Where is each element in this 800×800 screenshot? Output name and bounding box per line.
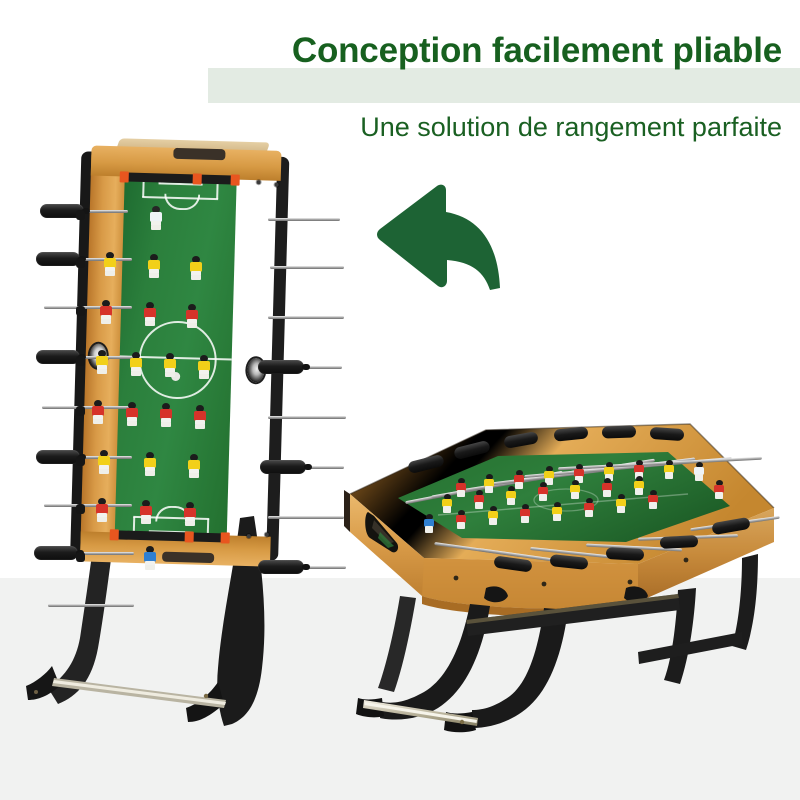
player-rod[interactable] <box>270 266 344 269</box>
rod-handle[interactable] <box>260 460 312 474</box>
player-figure <box>514 470 524 489</box>
rod-collar <box>76 504 85 514</box>
player-figure <box>98 450 110 474</box>
carry-handle-slot[interactable] <box>173 147 226 161</box>
player-figure <box>602 478 612 497</box>
player-rod[interactable] <box>268 416 346 419</box>
player-figure <box>456 510 466 529</box>
player-figure <box>144 546 156 570</box>
player-rod[interactable] <box>48 604 134 607</box>
rod-collar <box>76 210 85 220</box>
page-title: Conception facilement pliable <box>291 31 782 70</box>
player-figure <box>442 494 452 513</box>
carry-handle-slot-bottom[interactable] <box>162 551 215 564</box>
player-figure <box>648 490 658 509</box>
player-figure <box>424 514 434 533</box>
player-figure <box>604 462 614 481</box>
player-figure <box>634 460 644 479</box>
rod-collar <box>76 306 85 316</box>
player-figure <box>126 402 138 426</box>
player-rod[interactable] <box>42 406 132 409</box>
player-figure <box>160 403 172 427</box>
player-figure <box>198 355 210 379</box>
rod-handle[interactable] <box>40 204 90 218</box>
rod-handle[interactable] <box>36 350 86 364</box>
rod-handle[interactable] <box>36 252 86 266</box>
player-figure <box>488 506 498 525</box>
rod-collar <box>76 456 85 466</box>
open-foosball-table <box>338 382 786 748</box>
player-figure <box>474 490 484 509</box>
player-figure <box>150 206 162 230</box>
player-figure <box>184 502 196 526</box>
player-rod[interactable] <box>46 356 132 359</box>
player-figure <box>506 486 516 505</box>
player-figure <box>694 462 704 481</box>
player-figure <box>188 454 200 478</box>
folded-foosball-table <box>18 138 346 748</box>
page-subtitle: Une solution de rangement parfaite <box>360 112 782 142</box>
rod-handle[interactable] <box>36 450 86 464</box>
player-rod[interactable] <box>46 456 132 459</box>
player-rod[interactable] <box>44 306 132 309</box>
open-table-body <box>344 423 775 733</box>
folding-stand-legs <box>26 516 265 726</box>
player-figure <box>144 302 156 326</box>
player-rod[interactable] <box>48 258 132 261</box>
title-background-band <box>208 68 800 103</box>
rod-collar <box>76 552 85 562</box>
player-rod[interactable] <box>46 552 134 555</box>
rod-handle[interactable] <box>34 546 84 560</box>
player-figure <box>190 256 202 280</box>
player-figure <box>520 504 530 523</box>
rod-collar <box>76 258 85 268</box>
player-figure <box>148 254 160 278</box>
player-figure <box>616 494 626 513</box>
player-figure <box>104 252 116 276</box>
player-figure <box>570 480 580 499</box>
rod-collar <box>76 356 85 366</box>
curved-arrow-icon <box>372 182 504 294</box>
player-rod[interactable] <box>268 218 340 221</box>
player-figure <box>584 498 594 517</box>
player-figure <box>96 498 108 522</box>
player-figure <box>100 300 112 324</box>
player-figure <box>130 352 142 376</box>
player-rod[interactable] <box>52 210 128 213</box>
rod-handle[interactable] <box>258 360 310 374</box>
player-rod[interactable] <box>268 516 344 519</box>
player-figure <box>538 482 548 501</box>
player-figure <box>664 460 674 479</box>
rod-handle[interactable] <box>649 426 685 442</box>
rod-collar <box>76 406 85 416</box>
player-figure <box>552 502 562 521</box>
player-rod[interactable] <box>268 316 344 319</box>
rod-handle[interactable] <box>659 535 699 549</box>
rod-handle[interactable] <box>258 560 310 574</box>
player-figure <box>144 452 156 476</box>
player-figure <box>634 476 644 495</box>
rod-handle[interactable] <box>605 547 645 561</box>
player-figure <box>92 400 104 424</box>
player-figure <box>96 350 108 374</box>
player-figure <box>164 353 176 377</box>
player-figure <box>456 478 466 497</box>
player-figure <box>574 464 584 483</box>
player-figure <box>484 474 494 493</box>
player-figure <box>140 500 152 524</box>
player-figure <box>186 304 198 328</box>
rod-handle[interactable] <box>601 425 637 439</box>
player-figure <box>194 405 206 429</box>
player-figure <box>544 466 554 485</box>
player-figure <box>714 480 724 499</box>
player-rod[interactable] <box>44 504 132 507</box>
